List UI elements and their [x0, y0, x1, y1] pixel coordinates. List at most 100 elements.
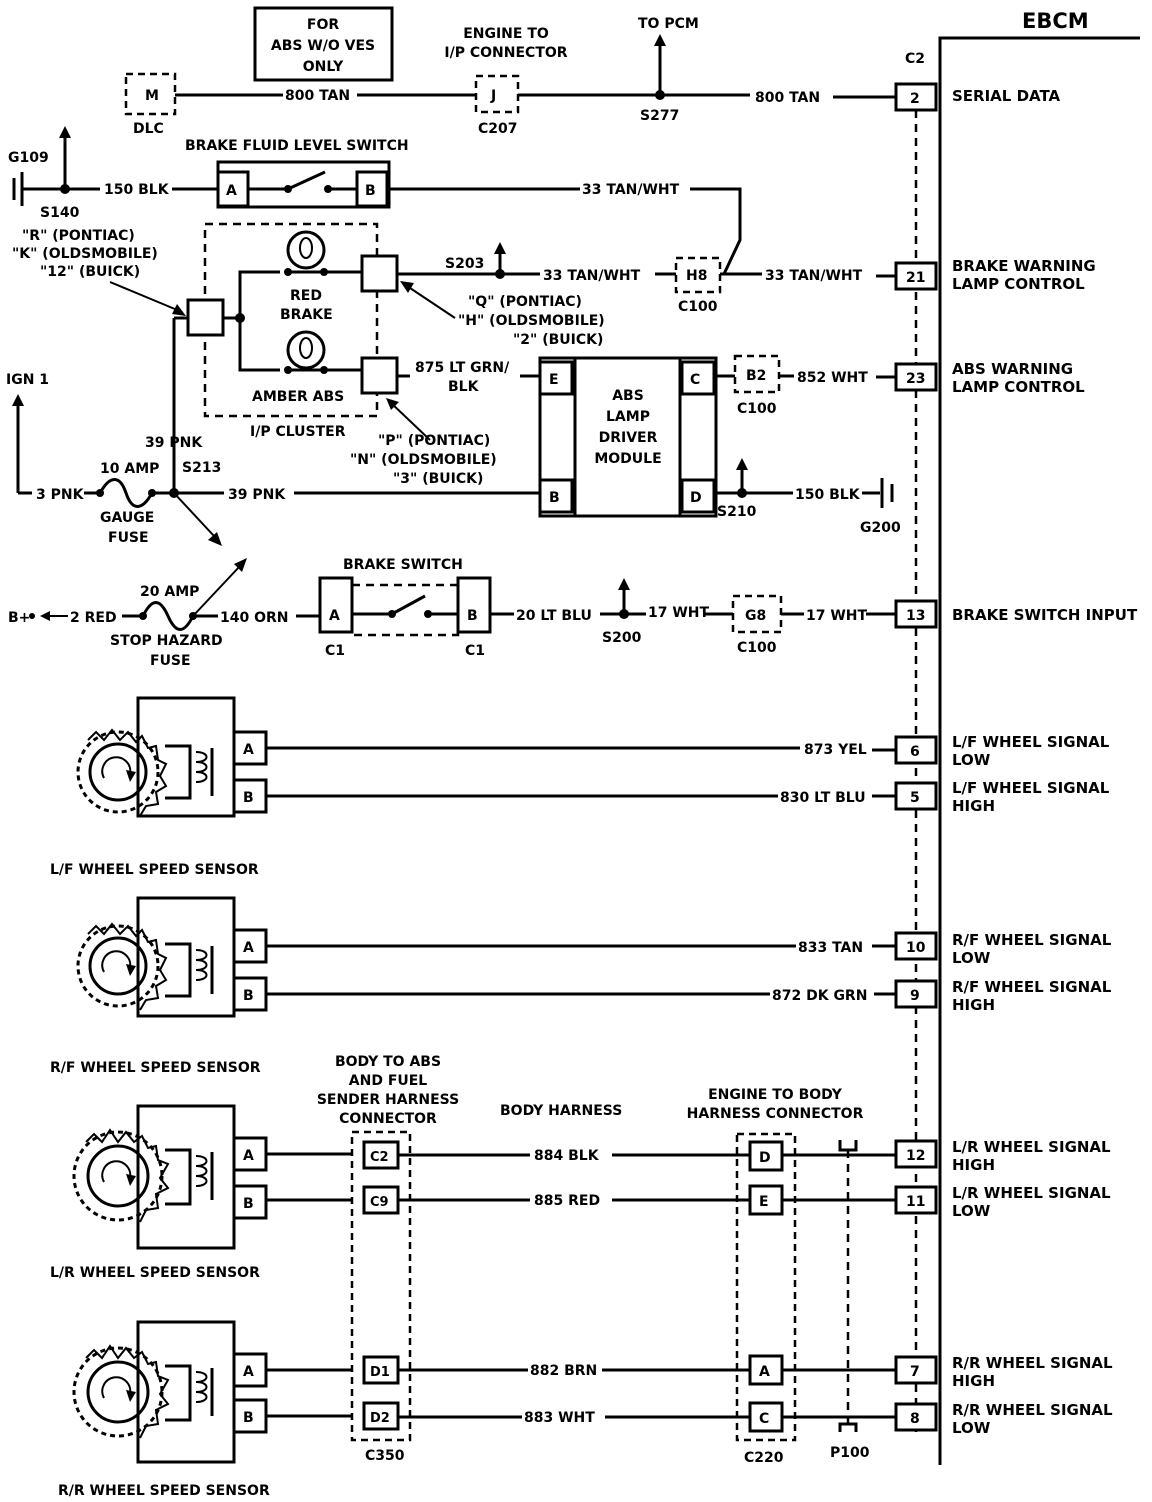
brake-switch-body [350, 583, 460, 637]
amber-abs-lamp-icon [286, 330, 326, 370]
pin-abs-warning: 23 ABS WARNING LAMP CONTROL [894, 360, 1085, 396]
c350-pin: D1 [370, 1365, 390, 1380]
ebcm-pins: 2 SERIAL DATA 21 BRAKE WARNING LAMP CONT… [894, 82, 1138, 1437]
c207-pin: J [490, 88, 496, 104]
ip-cluster-label: I/P CLUSTER [250, 424, 346, 440]
shield-clip-icon [838, 1140, 858, 1152]
c220-pin: A [759, 1364, 770, 1380]
arrow-icon [172, 304, 186, 316]
c220-connector [735, 1132, 797, 1442]
s210-label: S210 [717, 504, 757, 520]
module-pin: E [549, 372, 559, 388]
c100-label: C100 [737, 401, 777, 417]
wire-label: 33 TAN/WHT [765, 268, 863, 284]
connector-note: "R" (PONTIAC) [22, 228, 135, 244]
c100-label: C100 [737, 640, 777, 656]
pin-number: 6 [910, 744, 920, 760]
brake-switch-circuit: BRAKE SWITCH B+ 2 RED 20 AMP STOP HAZARD… [8, 557, 896, 669]
c100-h8-connector [674, 256, 722, 294]
connector-note: "K" (OLDSMOBILE) [12, 246, 158, 262]
switch-pin: B [365, 183, 376, 199]
connector-title: AND FUEL [349, 1073, 428, 1089]
note-text: ABS W/O VES [271, 38, 375, 54]
serial-data-circuit: FOR ABS W/O VES ONLY M DLC 800 TAN ENGIN… [124, 6, 896, 137]
pin-label: HIGH [952, 797, 995, 815]
cluster-connector-left [186, 298, 225, 337]
pin-label: L/F WHEEL SIGNAL [952, 733, 1110, 751]
wire-label: 17 WHT [806, 608, 868, 624]
fuse-name: GAUGE [100, 510, 154, 526]
wire-label: 882 BRN [530, 1363, 597, 1379]
arrow-up-icon [12, 394, 24, 406]
pin-label: SERIAL DATA [952, 87, 1061, 105]
dlc-pin: M [145, 88, 159, 104]
pin-label: LAMP CONTROL [952, 378, 1085, 396]
pin-number: 8 [910, 1411, 920, 1427]
wire-label: 20 LT BLU [516, 608, 592, 624]
sensor-pin: A [243, 1364, 254, 1380]
sensor-pin: A [243, 940, 254, 956]
pin-brake-switch-input: 13 BRAKE SWITCH INPUT [894, 599, 1138, 629]
connector-note: "H" (OLDSMOBILE) [458, 313, 605, 329]
h8-pin: H8 [686, 268, 707, 284]
arrow-icon [400, 281, 414, 293]
lr-wheel-speed-sensor: A B L/R WHEEL SPEED SENSOR [50, 1104, 364, 1281]
pin-label: BRAKE WARNING [952, 257, 1096, 275]
sensor-name: R/R WHEEL SPEED SENSOR [58, 1483, 270, 1499]
b2-pin: B2 [746, 368, 766, 384]
pin-number: 2 [910, 91, 920, 107]
b-plus-label: B+ [8, 610, 30, 626]
wire-label: 830 LT BLU [780, 790, 866, 806]
pin-label: R/F WHEEL SIGNAL [952, 931, 1112, 949]
pin-serial-data: 2 SERIAL DATA [894, 82, 1061, 112]
g200-label: G200 [860, 520, 901, 536]
switch-pin: A [226, 183, 237, 199]
pin-label: L/R WHEEL SIGNAL [952, 1138, 1111, 1156]
dlc-label: DLC [133, 121, 164, 137]
s140-label: S140 [40, 205, 80, 221]
c350-pin: C9 [370, 1195, 389, 1210]
cluster-connector-p [360, 356, 399, 395]
sensor-name: L/R WHEEL SPEED SENSOR [50, 1265, 260, 1281]
pin-label: L/F WHEEL SIGNAL [952, 779, 1110, 797]
connector-note: "12" (BUICK) [40, 264, 140, 280]
pin-number: 11 [906, 1194, 925, 1210]
c350-connector [350, 1130, 412, 1442]
module-title: LAMP [606, 409, 650, 425]
sensor-pin: B [243, 1410, 254, 1426]
arrow-icon [386, 398, 399, 410]
wire-label: 875 LT GRN/ [415, 360, 510, 376]
pin-label: HIGH [952, 996, 995, 1014]
connector-title: SENDER HARNESS [317, 1092, 459, 1108]
body-harness-label: BODY HARNESS [500, 1103, 622, 1119]
fuse-name: STOP HAZARD [110, 633, 223, 649]
wire-label: 833 TAN [798, 940, 863, 956]
connector-note: "N" (OLDSMOBILE) [350, 452, 497, 468]
module-title: ABS [612, 388, 644, 404]
pin-number: 5 [910, 790, 920, 806]
c207-connector [474, 74, 520, 114]
fuse-icon [98, 478, 154, 508]
s200-label: S200 [602, 630, 642, 646]
c350-pin: D2 [370, 1411, 390, 1426]
c1-label: C1 [465, 643, 485, 659]
abs-lamp-driver-circuit: 875 LT GRN/ BLK E C B D ABS LAMP DRIVER … [397, 354, 901, 536]
wire-label: 150 BLK [795, 487, 861, 503]
pin-number: 13 [906, 608, 925, 624]
arrow-icon [208, 532, 222, 546]
ebcm-title: EBCM [1022, 9, 1089, 33]
wire-label: 3 PNK [36, 487, 85, 503]
c350-pin: C2 [370, 1150, 389, 1165]
pin-label: LOW [952, 949, 991, 967]
brake-switch-title: BRAKE SWITCH [343, 557, 463, 573]
pin-number: 7 [910, 1364, 920, 1380]
pin-lf-high: 5 L/F WHEEL SIGNAL HIGH [894, 779, 1110, 815]
brake-fluid-title: BRAKE FLUID LEVEL SWITCH [185, 138, 409, 154]
c100-g8-connector [731, 594, 783, 634]
splice-dot [655, 90, 665, 100]
s277-label: S277 [640, 108, 679, 124]
note-text: ONLY [303, 59, 344, 75]
arrow-up-icon [618, 578, 630, 590]
pin-number: 10 [906, 940, 926, 956]
